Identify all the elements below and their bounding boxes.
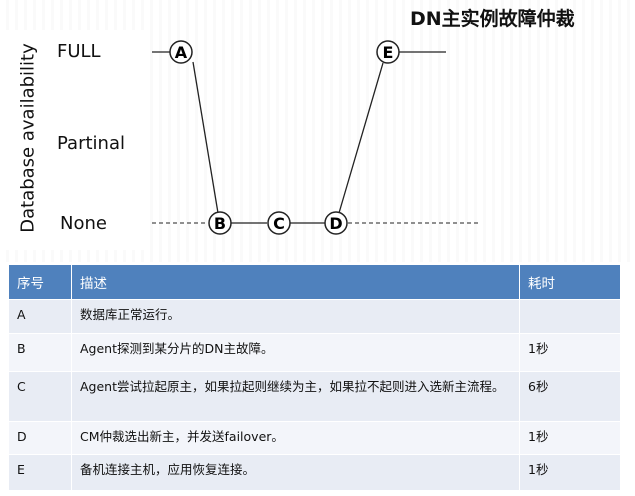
table-row: B Agent探测到某分片的DN主故障。 1秒 bbox=[8, 333, 621, 372]
row-desc: Agent探测到某分片的DN主故障。 bbox=[71, 333, 520, 372]
point-e: E bbox=[376, 40, 400, 64]
point-a-label: A bbox=[175, 43, 188, 62]
row-time: 1秒 bbox=[519, 333, 621, 372]
row-id: B bbox=[8, 333, 72, 372]
point-a: A bbox=[169, 40, 193, 64]
table-header-row: 序号 描述 耗时 bbox=[8, 264, 621, 300]
point-c: C bbox=[267, 211, 291, 235]
page-title: DN主实例故障仲裁 bbox=[410, 8, 575, 30]
header-time: 耗时 bbox=[519, 264, 621, 300]
row-id: D bbox=[8, 421, 72, 455]
table-row: D CM仲裁选出新主，并发送failover。 1秒 bbox=[8, 421, 621, 455]
row-desc: CM仲裁选出新主，并发送failover。 bbox=[71, 421, 520, 455]
point-d: D bbox=[324, 211, 348, 235]
point-c-label: C bbox=[273, 214, 285, 233]
recover-line bbox=[338, 62, 384, 214]
level-partial-label: Partinal bbox=[57, 133, 125, 154]
point-b: B bbox=[208, 211, 232, 235]
level-full-label: FULL bbox=[57, 41, 101, 62]
row-id: A bbox=[8, 299, 72, 334]
point-e-label: E bbox=[383, 43, 394, 62]
drop-line bbox=[192, 61, 219, 214]
header-desc: 描述 bbox=[71, 264, 520, 300]
row-time bbox=[519, 299, 621, 334]
table-row: A 数据库正常运行。 bbox=[8, 299, 621, 334]
row-desc: 备机连接主机，应用恢复连接。 bbox=[71, 454, 520, 491]
level-none-label: None bbox=[60, 213, 107, 234]
availability-diagram: A B C D E bbox=[152, 40, 478, 235]
row-time: 6秒 bbox=[519, 371, 621, 422]
failover-steps-table: 序号 描述 耗时 A 数据库正常运行。 B Agent探测到某分片的DN主故障。… bbox=[8, 264, 621, 491]
point-d-label: D bbox=[329, 214, 342, 233]
point-b-label: B bbox=[214, 214, 226, 233]
table-row: E 备机连接主机，应用恢复连接。 1秒 bbox=[8, 454, 621, 491]
row-id: C bbox=[8, 371, 72, 422]
table-row: C Agent尝试拉起原主，如果拉起则继续为主，如果拉不起则进入选新主流程。 6… bbox=[8, 371, 621, 422]
label-panel bbox=[0, 30, 150, 250]
row-desc: 数据库正常运行。 bbox=[71, 299, 520, 334]
row-time: 1秒 bbox=[519, 421, 621, 455]
header-seq: 序号 bbox=[8, 264, 72, 300]
row-desc: Agent尝试拉起原主，如果拉起则继续为主，如果拉不起则进入选新主流程。 bbox=[71, 371, 520, 422]
row-id: E bbox=[8, 454, 72, 491]
row-time: 1秒 bbox=[519, 454, 621, 491]
